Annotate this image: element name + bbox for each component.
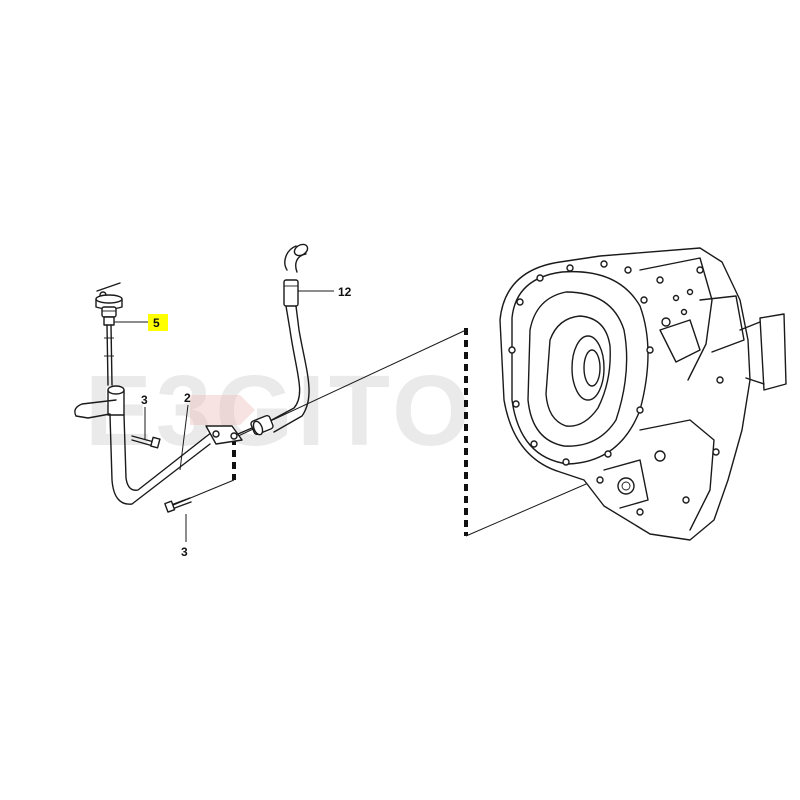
bolts-part-3 — [131, 435, 192, 513]
callout-label-2: 2 — [184, 391, 191, 405]
connection-line-lower-right — [465, 477, 601, 537]
callout-2: 2 — [179, 391, 191, 471]
hose-part-12 — [237, 243, 310, 436]
dipstick-part-5 — [95, 282, 123, 386]
callout-label-3-lower: 3 — [181, 545, 188, 559]
callout-5-highlight — [148, 314, 168, 331]
callout-label-3-upper: 3 — [141, 393, 148, 407]
callout-3-upper: 3 — [141, 393, 148, 440]
filler-tube-part-2 — [74, 385, 243, 505]
callout-label-12: 12 — [338, 285, 352, 299]
watermark-text: E3GITO — [85, 355, 474, 467]
callout-3-lower: 3 — [181, 514, 188, 559]
transmission-housing — [499, 247, 787, 541]
watermark: E3GITO — [85, 355, 474, 467]
watermark-arrow-icon — [190, 395, 255, 425]
callout-12: 12 — [298, 285, 352, 299]
callout-5: 5 — [114, 314, 168, 331]
callout-label-5: 5 — [153, 316, 160, 330]
